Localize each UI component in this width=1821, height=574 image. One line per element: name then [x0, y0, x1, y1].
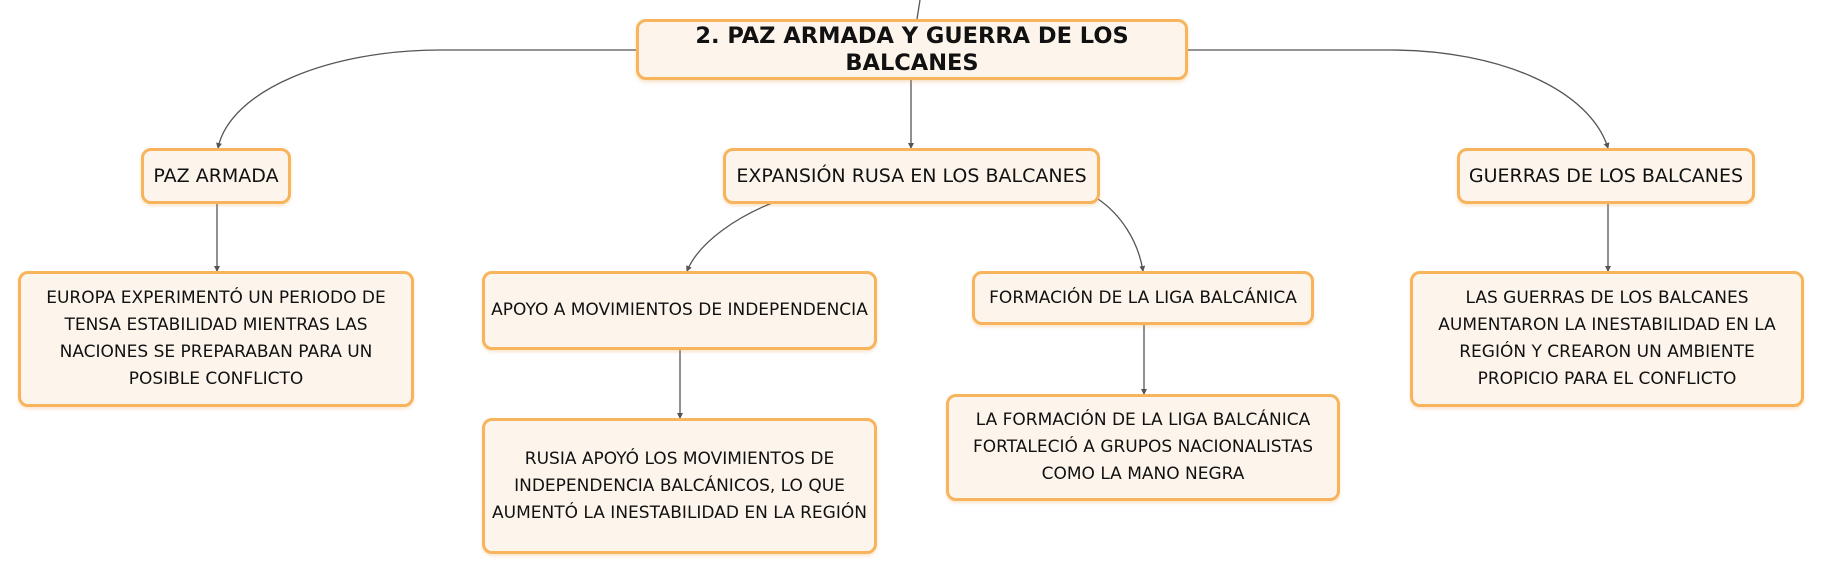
subtopic-guerras-de-los-balcanes-description[interactable]: LAS GUERRAS DE LOS BALCANES AUMENTARON L…	[1410, 271, 1804, 407]
connector-root-to-guerras-balcanes	[1188, 49, 1610, 149]
connector-root-to-paz-armada	[216, 49, 640, 149]
root-topic-node[interactable]: 2. PAZ ARMADA Y GUERRA DE LOS BALCANES	[636, 19, 1188, 80]
detail-rusia-apoyo-movimientos[interactable]: RUSIA APOYÓ LOS MOVIMIENTOS DE INDEPENDE…	[482, 418, 877, 554]
topic-paz-armada[interactable]: PAZ ARMADA	[141, 148, 291, 204]
subtopic-apoyo-a-movimientos-de-independencia[interactable]: APOYO A MOVIMIENTOS DE INDEPENDENCIA	[482, 271, 877, 350]
connector-expansion-to-apoyo	[686, 202, 773, 272]
topic-guerras-de-los-balcanes[interactable]: GUERRAS DE LOS BALCANES	[1457, 148, 1755, 204]
topic-expansion-rusa-en-los-balcanes[interactable]: EXPANSIÓN RUSA EN LOS BALCANES	[723, 148, 1100, 204]
subtopic-formacion-de-la-liga-balcanica[interactable]: FORMACIÓN DE LA LIGA BALCÁNICA	[972, 271, 1314, 325]
detail-formacion-liga-balcanica[interactable]: LA FORMACIÓN DE LA LIGA BALCÁNICA FORTAL…	[946, 394, 1340, 501]
subtopic-paz-armada-description[interactable]: EUROPA EXPERIMENTÓ UN PERIODO DE TENSA E…	[18, 271, 414, 407]
connector-expansion-to-liga	[1097, 198, 1146, 272]
connector-parent-to-root	[916, 0, 921, 20]
